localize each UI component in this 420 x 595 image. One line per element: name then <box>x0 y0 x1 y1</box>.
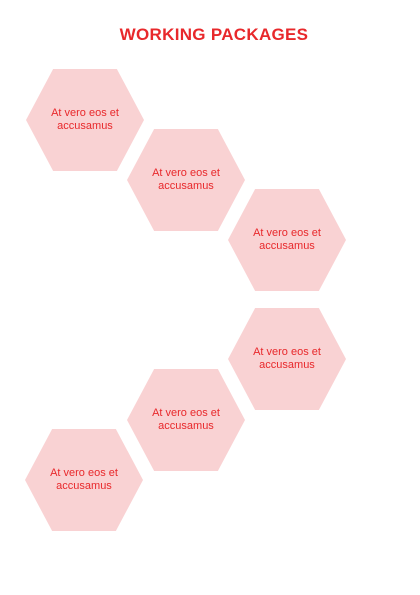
package-label: At vero eos et accusamus <box>253 227 321 252</box>
package-label: At vero eos et accusamus <box>152 407 220 432</box>
package-hexagon-2: At vero eos et accusamus <box>127 129 245 231</box>
package-label: At vero eos et accusamus <box>50 467 118 492</box>
package-label: At vero eos et accusamus <box>152 167 220 192</box>
package-hexagon-1: At vero eos et accusamus <box>26 69 144 171</box>
package-label: At vero eos et accusamus <box>51 107 119 132</box>
package-hexagon-3: At vero eos et accusamus <box>228 189 346 291</box>
package-hexagon-6: At vero eos et accusamus <box>25 429 143 531</box>
package-label: At vero eos et accusamus <box>253 346 321 371</box>
package-hexagon-5: At vero eos et accusamus <box>127 369 245 471</box>
page-title: WORKING PACKAGES <box>119 25 309 44</box>
package-hexagon-4: At vero eos et accusamus <box>228 308 346 410</box>
